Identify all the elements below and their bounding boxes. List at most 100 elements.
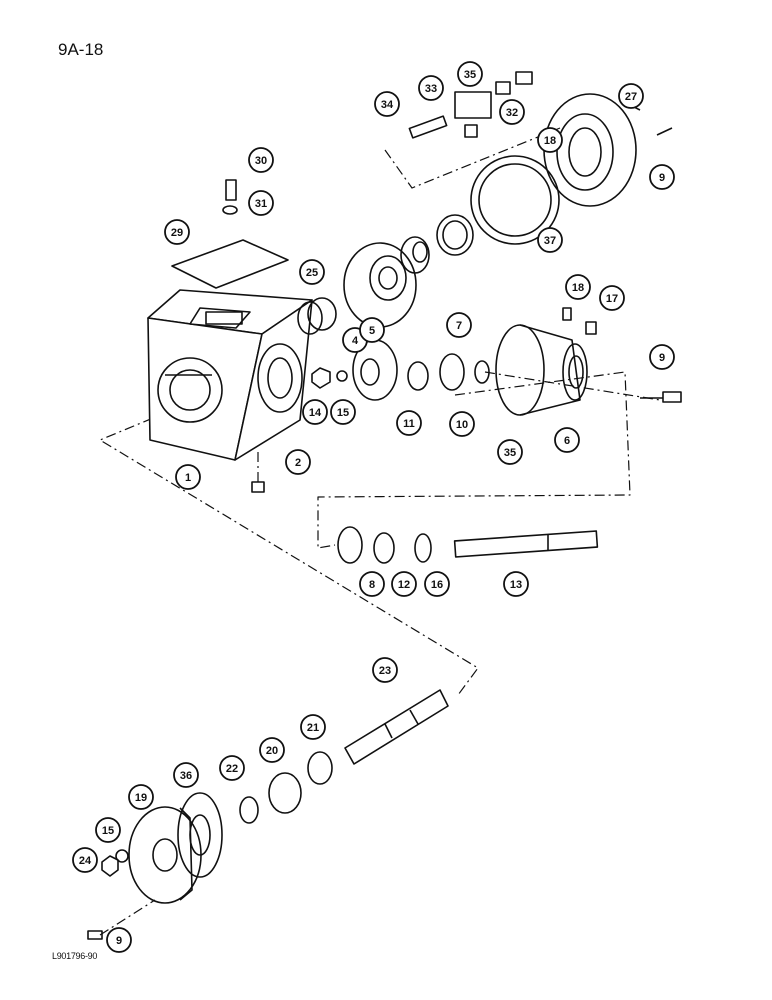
bevel-gear	[343, 242, 417, 328]
callout-16: 16	[424, 571, 450, 597]
callout-label: 22	[226, 763, 238, 775]
callout-label: 31	[255, 198, 267, 210]
callout-23: 23	[372, 657, 398, 683]
callout-9: 9	[106, 927, 132, 953]
callout-34: 34	[374, 91, 400, 117]
callout-6: 6	[554, 427, 580, 453]
callout-17: 17	[599, 285, 625, 311]
callout-label: 1	[185, 472, 191, 484]
bearing	[373, 532, 395, 564]
lock-washer	[222, 205, 238, 215]
gasket	[177, 792, 223, 878]
callout-18: 18	[537, 127, 563, 153]
callout-2: 2	[285, 449, 311, 475]
callout-label: 7	[456, 320, 462, 332]
hex-nut	[101, 855, 119, 877]
callout-30: 30	[248, 147, 274, 173]
drain-plug	[251, 481, 265, 493]
callout-label: 2	[295, 457, 301, 469]
callout-18: 18	[565, 274, 591, 300]
spacer	[414, 533, 432, 563]
callout-label: 9	[659, 352, 665, 364]
spacer	[239, 796, 259, 824]
callout-13: 13	[503, 571, 529, 597]
callout-label: 25	[306, 267, 318, 279]
gearbox-housing	[147, 289, 313, 461]
callout-12: 12	[391, 571, 417, 597]
callout-label: 19	[135, 792, 147, 804]
bushing	[297, 297, 337, 335]
callout-label: 16	[431, 579, 443, 591]
callout-29: 29	[164, 219, 190, 245]
figure-code: L901796-90	[52, 951, 98, 961]
callout-10: 10	[449, 411, 475, 437]
callout-25: 25	[299, 259, 325, 285]
callout-label: 15	[102, 825, 114, 837]
callout-14: 14	[302, 399, 328, 425]
callout-label: 34	[381, 99, 394, 111]
callout-24: 24	[72, 847, 98, 873]
callout-19: 19	[128, 784, 154, 810]
callout-label: 9	[659, 172, 665, 184]
callout-label: 23	[379, 665, 391, 677]
callout-15: 15	[330, 399, 356, 425]
callout-label: 35	[464, 69, 476, 81]
callout-36: 36	[173, 762, 199, 788]
bearing-cup	[268, 772, 302, 814]
cover-bolt	[225, 179, 237, 201]
callout-label: 12	[398, 579, 410, 591]
input-shaft	[344, 689, 449, 765]
breather-tee	[454, 91, 492, 119]
callout-label: 18	[572, 282, 584, 294]
bearing-cup	[436, 214, 474, 256]
callout-label: 15	[337, 407, 349, 419]
callout-label: 4	[352, 335, 359, 347]
callout-label: 29	[171, 227, 183, 239]
callout-22: 22	[219, 755, 245, 781]
bolt-head	[87, 930, 103, 940]
callout-20: 20	[259, 737, 285, 763]
callout-31: 31	[248, 190, 274, 216]
callout-label: 32	[506, 107, 518, 119]
bearing-cone	[400, 236, 430, 274]
callout-label: 6	[564, 435, 570, 447]
gasket	[470, 155, 560, 245]
callout-label: 17	[606, 293, 618, 305]
fitting	[562, 307, 572, 321]
relief-fitting	[585, 321, 597, 335]
spacer	[474, 360, 490, 384]
callout-label: 8	[369, 579, 375, 591]
washer	[115, 849, 129, 863]
bolt-right-head	[662, 391, 682, 403]
callout-label: 36	[180, 770, 192, 782]
output-shaft	[453, 530, 599, 558]
callout-label: 21	[307, 722, 319, 734]
callout-label: 30	[255, 155, 267, 167]
fitting	[495, 81, 511, 95]
callout-35: 35	[457, 61, 483, 87]
bearing-cup	[439, 353, 465, 391]
callout-label: 9	[116, 935, 122, 947]
callout-7: 7	[446, 312, 472, 338]
bearing-cup	[337, 526, 363, 564]
bearing	[307, 751, 333, 785]
callout-label: 37	[544, 235, 556, 247]
callout-label: 35	[504, 447, 516, 459]
callout-15: 15	[95, 817, 121, 843]
callout-label: 11	[403, 418, 415, 430]
callout-label: 27	[625, 91, 637, 103]
callout-32: 32	[499, 99, 525, 125]
vent-plug	[515, 71, 533, 85]
callout-8: 8	[359, 571, 385, 597]
callout-label: 20	[266, 745, 278, 757]
callout-label: 10	[456, 419, 468, 431]
callout-33: 33	[418, 75, 444, 101]
callout-5: 5	[359, 317, 385, 343]
flange	[128, 806, 202, 904]
callout-label: 33	[425, 83, 437, 95]
callout-9: 9	[649, 164, 675, 190]
callout-21: 21	[300, 714, 326, 740]
